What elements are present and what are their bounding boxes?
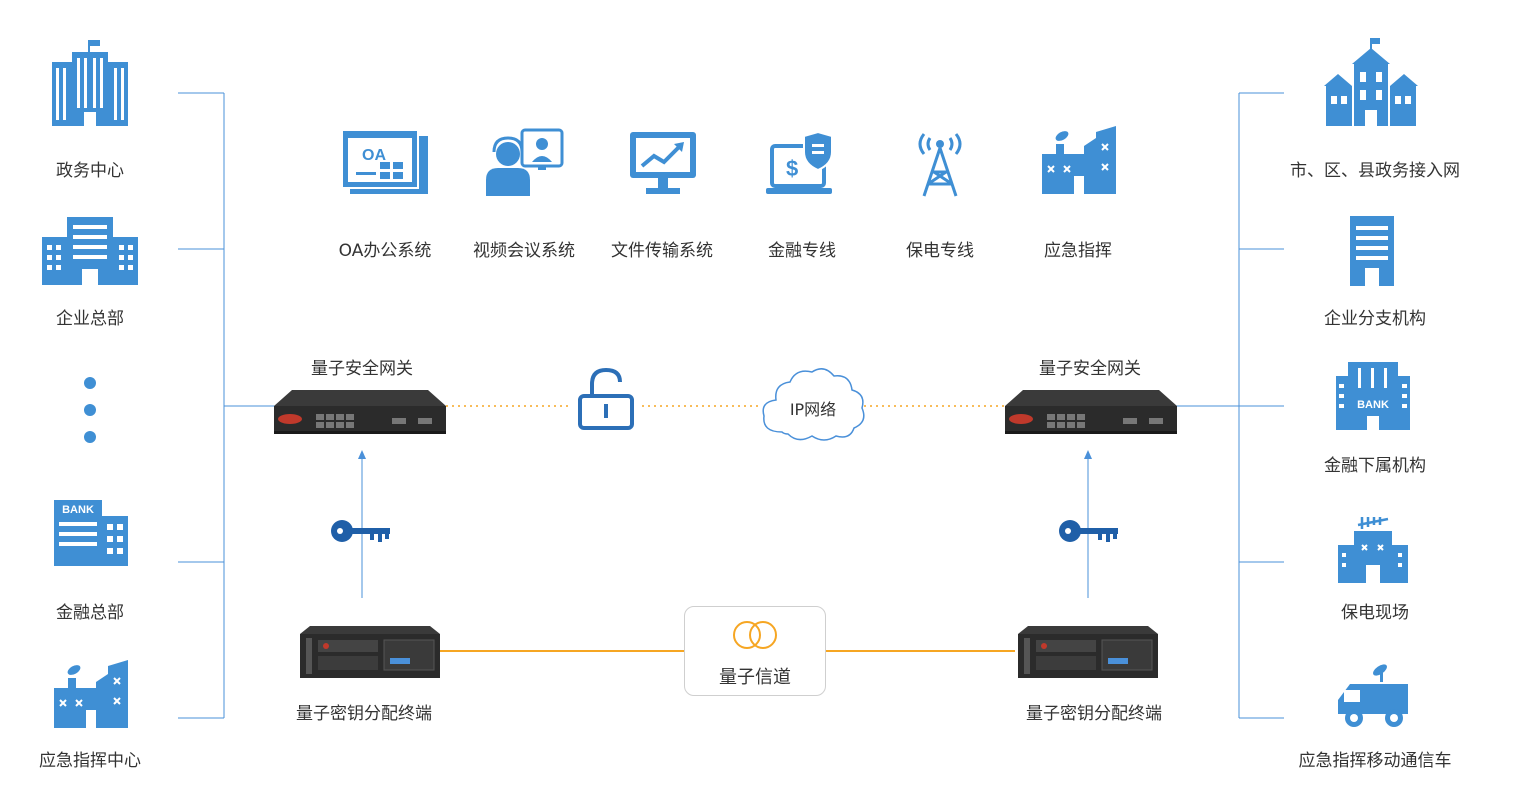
node-label-finance-branch: 金融下属机构 [1324,456,1426,476]
service-label-power-line: 保电专线 [906,241,974,261]
node-label-enterprise-hq: 企业总部 [56,309,124,329]
service-label-video: 视频会议系统 [473,241,575,261]
city-hall-icon [1322,38,1420,132]
service-label-finance-line: 金融专线 [768,241,836,261]
quantum-gateway-left-device [272,388,448,440]
node-label-emergency-center: 应急指挥中心 [39,751,141,771]
cloud-icon [758,362,868,448]
node-label-power-site: 保电现场 [1341,603,1409,623]
node-label-government-center: 政务中心 [56,161,124,181]
service-label-file-transfer: 文件传输系统 [611,241,713,261]
service-label-emergency: 应急指挥 [1044,241,1112,261]
file-transfer-icon [628,130,698,200]
unlock-icon [576,366,636,436]
finance-line-icon: $ [766,130,838,200]
office-building-icon [40,215,140,291]
svg-text:BANK: BANK [62,504,94,516]
bank-icon: BANK [52,498,130,572]
node-label-enterprise-branch: 企业分支机构 [1324,309,1426,329]
quantum-gateway-right-device [1003,388,1179,440]
qkd-right-label: 量子密钥分配终端 [1026,704,1162,724]
emergency-center-icon [52,660,130,734]
emergency-command-icon [1040,124,1118,200]
power-site-icon [1336,515,1410,589]
quantum-channel-box: 量子信道 [684,606,826,696]
key-right-icon [1058,516,1120,550]
government-building-icon [48,38,132,132]
node-label-mobile-vehicle: 应急指挥移动通信车 [1298,751,1452,771]
branch-building-icon [1350,216,1394,290]
service-label-oa: OA办公系统 [338,241,432,261]
mobile-command-vehicle-icon [1336,660,1412,732]
node-label-city-access: 市、区、县政务接入网 [1290,161,1460,181]
quantum-channel-label: 量子信道 [719,667,791,688]
bank-branch-icon: BANK [1334,360,1412,436]
power-line-icon [910,128,970,202]
qkd-left-label: 量子密钥分配终端 [296,704,432,724]
svg-text:OA: OA [362,147,386,164]
gateway-left-label: 量子安全网关 [311,359,413,379]
svg-text:BANK: BANK [1357,399,1389,411]
quantum-rings-icon [733,621,777,649]
oa-icon: OA [340,128,430,200]
ip-network-label: IP网络 [789,400,837,419]
qkd-terminal-left-device [298,624,442,684]
key-left-icon [330,516,392,550]
gateway-right-label: 量子安全网关 [1039,359,1141,379]
qkd-terminal-right-device [1016,624,1160,684]
video-conference-icon [484,128,564,202]
node-label-finance-hq: 金融总部 [56,603,124,623]
svg-text:$: $ [786,156,798,181]
